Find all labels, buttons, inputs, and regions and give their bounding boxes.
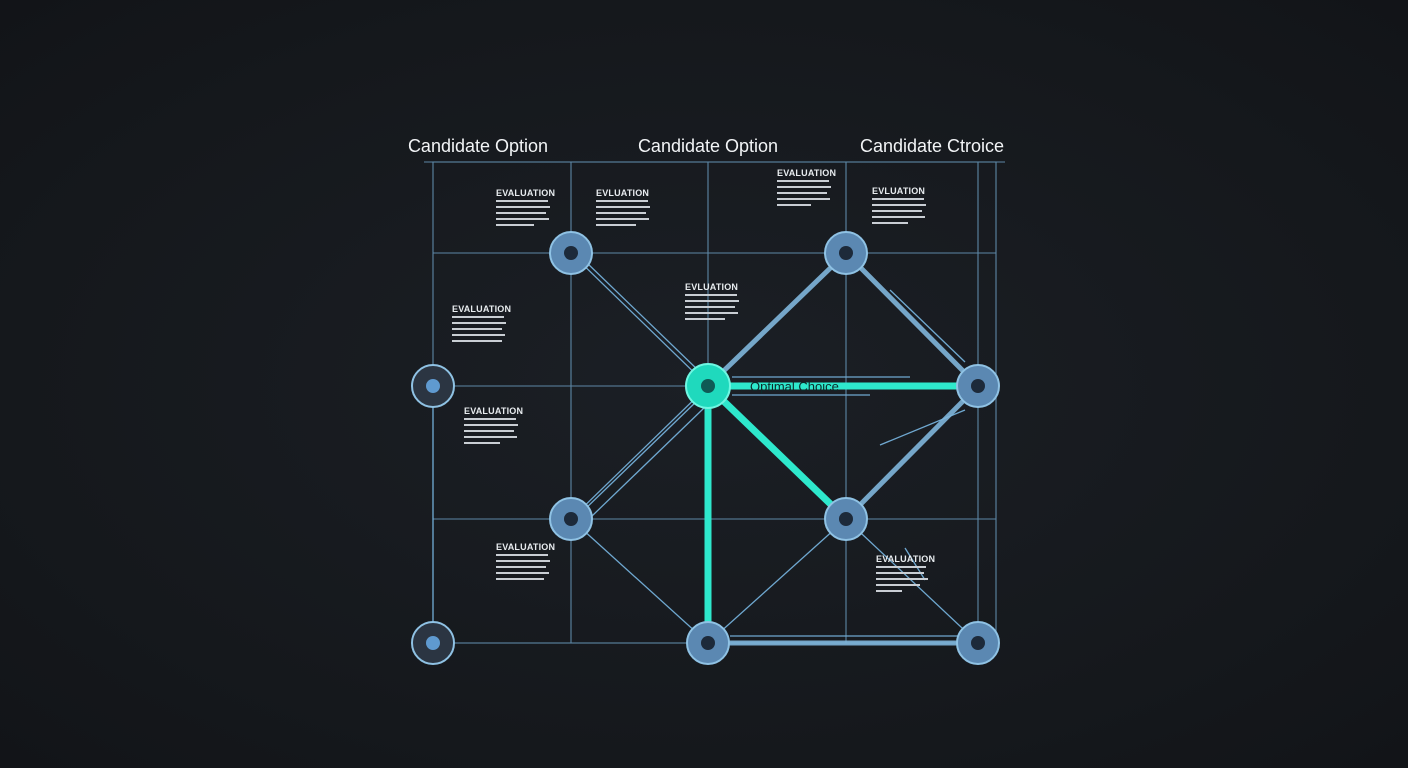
evaluation-title: EVALUATION (496, 188, 555, 198)
node-lower-1[interactable] (549, 497, 593, 541)
header-candidate-option-2: Candidate Option (638, 136, 778, 156)
evaluation-placeholder-text (872, 198, 926, 224)
evaluation-note-6: EVLUATION (685, 282, 739, 320)
edge-b (570, 385, 709, 520)
evaluation-note-8: EVALUATION (496, 542, 555, 580)
header-candidate-choice-3: Candidate Ctroice (860, 136, 1004, 156)
header-candidate-option-1: Candidate Option (408, 136, 548, 156)
node-top-1[interactable] (549, 231, 593, 275)
node-left-middle[interactable] (411, 364, 455, 408)
evaluation-note-1: EVALUATION (496, 188, 555, 226)
evaluation-placeholder-text (596, 200, 650, 226)
edge-glow-1 (706, 251, 848, 388)
optimal-path (704, 376, 978, 643)
node-optimal-choice[interactable] (685, 363, 731, 409)
evaluation-note-2: EVLUATION (596, 188, 650, 226)
evaluation-title: EVLUATION (685, 282, 738, 292)
evaluation-title: EVALUATION (777, 168, 836, 178)
evaluation-title: EVALUATION (876, 554, 935, 564)
evaluation-title: EVALUATION (496, 542, 555, 552)
edge-b2 (581, 397, 701, 513)
evaluation-title: EVLUATION (596, 188, 649, 198)
evaluation-title: EVALUATION (452, 304, 511, 314)
evaluation-placeholder-text (464, 418, 518, 444)
evaluation-placeholder-text (685, 294, 739, 320)
edge-a2 (585, 261, 701, 373)
node-bottom-left[interactable] (411, 621, 455, 665)
edge-b3 (591, 407, 705, 517)
evaluation-title: EVLUATION (872, 186, 925, 196)
node-top-3[interactable] (824, 231, 868, 275)
highlight-edges (706, 251, 980, 646)
evaluation-note-9: EVALUATION (876, 554, 935, 592)
edge-glow-3 (844, 384, 980, 521)
edges (432, 252, 979, 644)
evaluation-note-7: EVALUATION (464, 406, 523, 444)
edge-e (845, 518, 979, 644)
nodes (411, 231, 1000, 665)
edge-d (707, 518, 847, 644)
node-right-middle[interactable] (956, 364, 1000, 408)
evaluation-placeholder-text (777, 180, 831, 206)
evaluation-placeholder-text (496, 554, 550, 580)
edge-a (570, 252, 709, 387)
evaluation-placeholder-text (496, 200, 550, 226)
edge-c (570, 518, 709, 644)
evaluation-note-4: EVLUATION (872, 186, 926, 224)
evaluation-note-3: EVALUATION (777, 168, 836, 206)
edge-glow-2 (844, 251, 980, 388)
evaluation-placeholder-text (876, 566, 928, 592)
node-lower-3[interactable] (824, 497, 868, 541)
evaluation-title: EVALUATION (464, 406, 523, 416)
evaluation-note-5: EVALUATION (452, 304, 511, 342)
edge-h (904, 547, 926, 581)
evaluation-notes: EVALUATION EVLUATION (452, 168, 935, 592)
node-bottom-right[interactable] (956, 621, 1000, 665)
optimal-edge-diagonal (705, 383, 849, 522)
optimal-choice-label: Optimal Choice (750, 379, 839, 394)
evaluation-placeholder-text (452, 316, 506, 342)
edge-g (889, 289, 966, 363)
node-bottom-center[interactable] (686, 621, 730, 665)
